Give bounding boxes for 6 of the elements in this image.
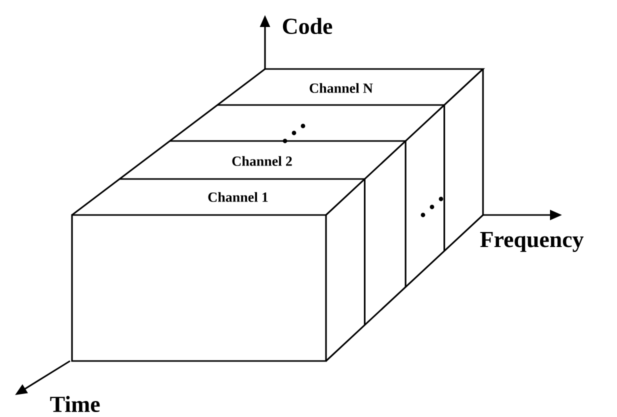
channel-label: Channel 2 [232, 156, 292, 166]
axis-label: Code [282, 18, 332, 34]
axis-label: Frequency [480, 232, 584, 252]
axis-label: Time [50, 396, 100, 412]
channel-label: Channel N [310, 83, 373, 93]
channel-label: Channel 1 [208, 192, 268, 202]
